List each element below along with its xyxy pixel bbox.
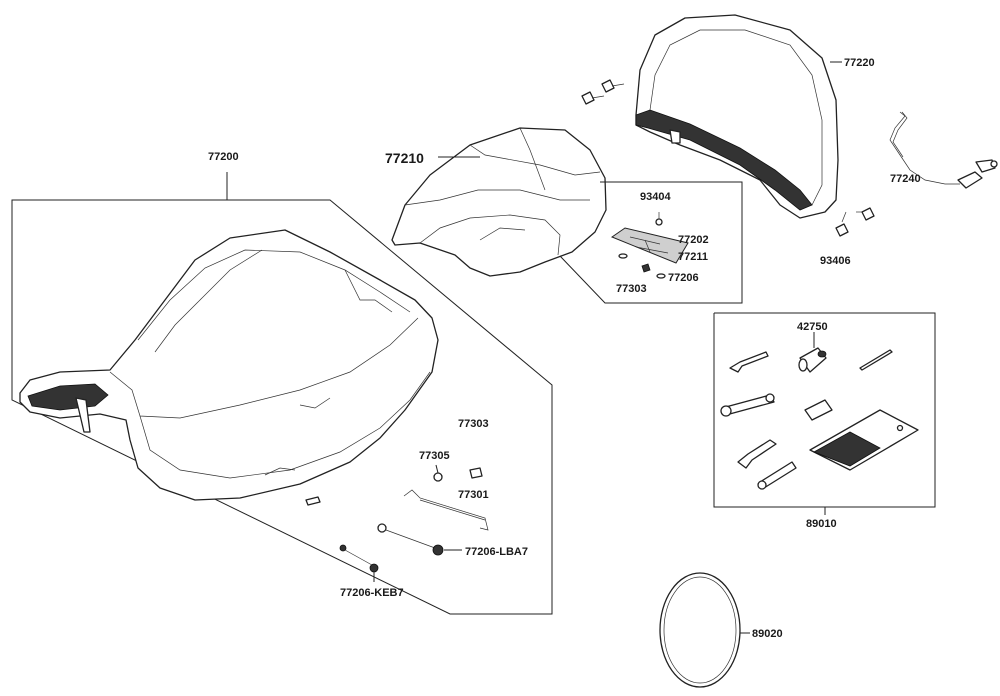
label-77200: 77200: [208, 151, 239, 163]
label-77210: 77210: [385, 150, 424, 166]
hardware-77305-screw: [433, 464, 443, 482]
hardware-77206-nut: [618, 253, 666, 279]
label-89020: 89020: [752, 628, 783, 640]
label-77220: 77220: [844, 57, 875, 69]
backrest-bolt-upper-1: [581, 91, 605, 105]
backrest: [635, 14, 839, 219]
label-77240: 77240: [890, 173, 921, 185]
tool-bag: [809, 409, 919, 471]
label-93406: 93406: [820, 255, 851, 267]
hardware-small-clip: [305, 496, 321, 506]
toolkit-group: 42750 89010: [713, 312, 936, 530]
tool-open-wrench: [737, 439, 777, 469]
main-seat-group: 77200 77303 77305 77301 77206-LBA7 77206…: [11, 151, 553, 615]
hardware-77303-upper-clip: [641, 263, 651, 273]
rubber-band: [659, 572, 741, 688]
cable-group: 77240: [889, 111, 998, 189]
hardware-77301-rod: [403, 489, 489, 531]
hardware-77206-keb7-cable: [339, 544, 379, 582]
label-77206: 77206: [668, 272, 699, 284]
label-42750: 42750: [797, 321, 828, 333]
label-77303-lower: 77303: [458, 418, 489, 430]
label-77303-upper: 77303: [616, 283, 647, 295]
main-seat: [19, 229, 439, 501]
label-93404: 93404: [640, 191, 671, 203]
label-77211: 77211: [678, 251, 708, 263]
rear-seat-group: 77210 93404 77202 77211 77303 77206: [385, 127, 743, 304]
tool-hex-key: [729, 351, 769, 373]
label-77206-keb7: 77206-KEB7: [340, 587, 404, 599]
band-group: 89020: [659, 572, 783, 688]
tool-box-spanner: [720, 393, 775, 417]
rear-seat: [391, 127, 607, 277]
hardware-77303-bracket: [469, 467, 483, 479]
hardware-77206-lba7-cable: [377, 523, 462, 556]
label-77202: 77202: [678, 234, 709, 246]
label-77206-lba7: 77206-LBA7: [465, 546, 528, 558]
tool-pin: [859, 349, 893, 371]
label-77305: 77305: [419, 450, 450, 462]
backrest-bolt-lower-1: [835, 211, 849, 237]
backrest-bolt-lower-2: [856, 207, 875, 221]
tool-socket: [804, 399, 833, 421]
label-77301: 77301: [458, 489, 489, 501]
seat-cable: [889, 111, 998, 189]
hardware-77202-plate: [610, 227, 689, 264]
backrest-group: 77220 93406: [581, 14, 875, 267]
label-89010: 89010: [806, 518, 837, 530]
hardware-93404-screw: [655, 212, 663, 226]
tool-double-wrench: [757, 461, 797, 490]
tool-fuse-42750: [798, 347, 827, 373]
backrest-bolt-upper-2: [601, 79, 625, 93]
